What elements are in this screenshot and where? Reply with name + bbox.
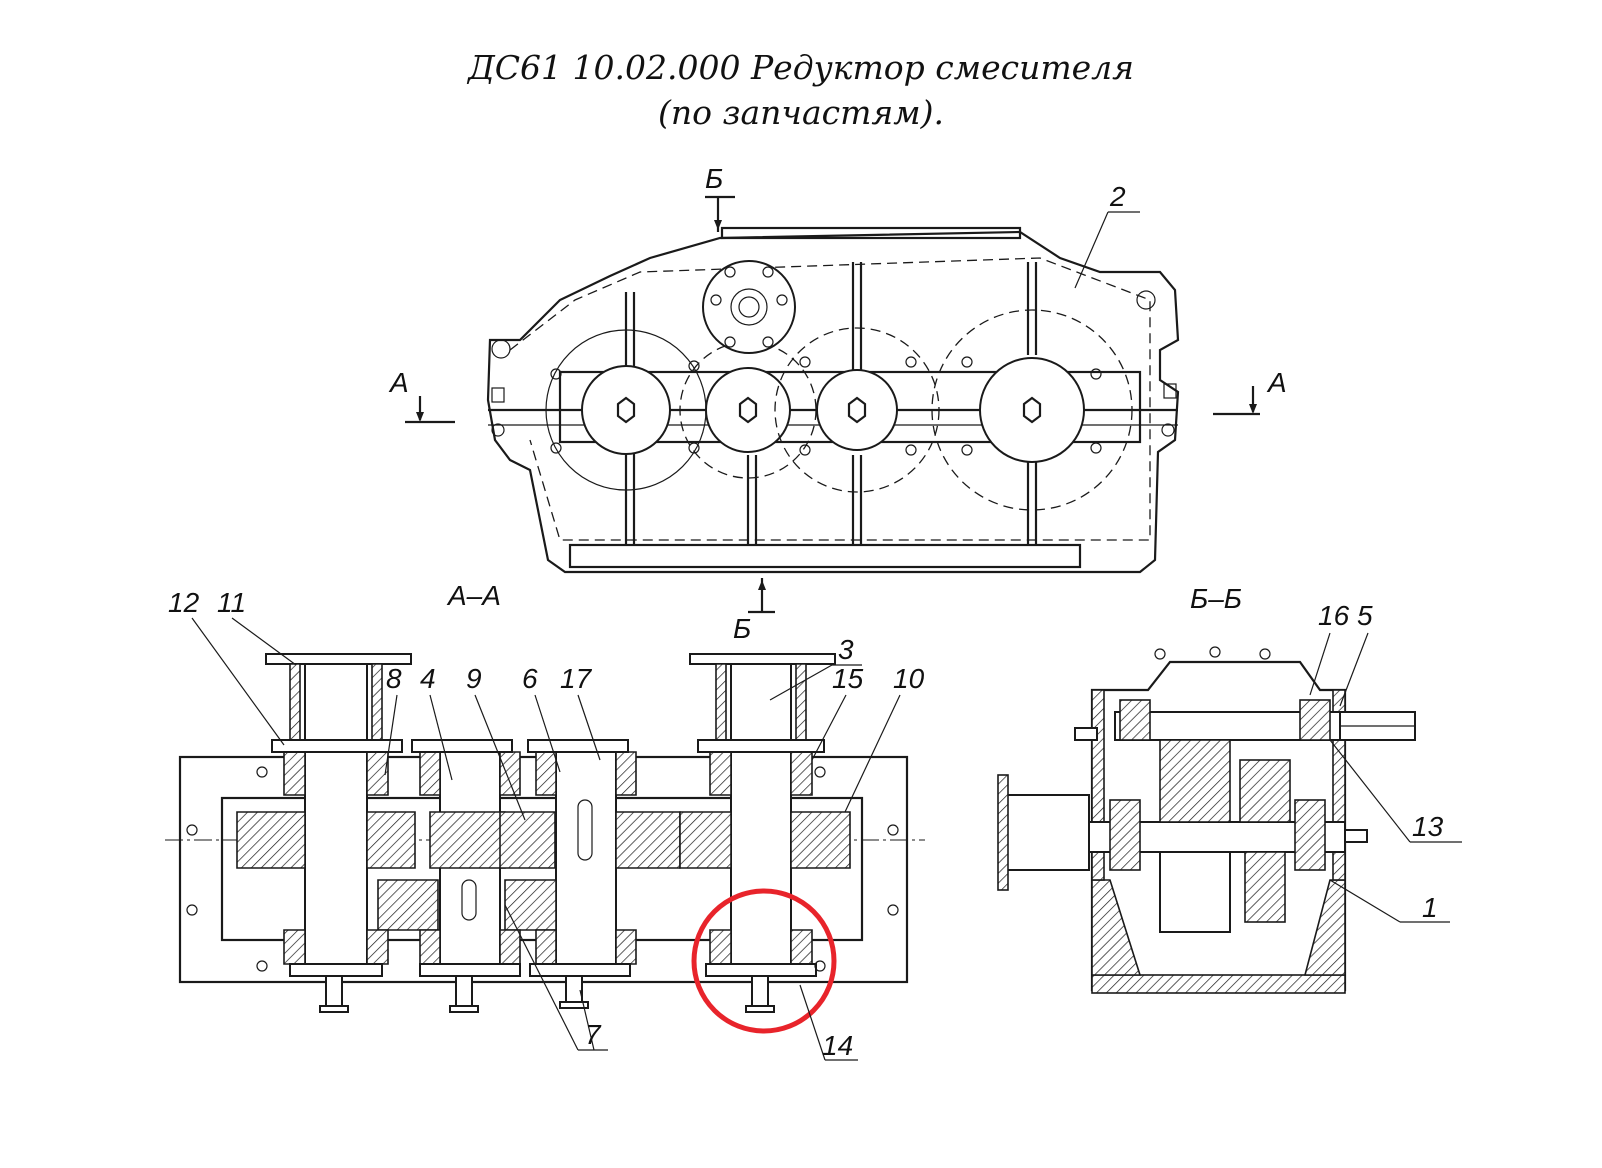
gear-10 [790, 811, 851, 869]
gear-8 [377, 879, 439, 931]
section-mark-b-bottom: Б [733, 613, 751, 644]
callout-17: 17 [560, 663, 593, 694]
callout-10: 10 [893, 663, 925, 694]
base-plate [568, 543, 1082, 569]
callout-14: 14 [822, 1030, 853, 1061]
drawing-title-line-1: ДС61 10.02.000 Редуктор смесителя [467, 48, 1135, 87]
gear-6 [615, 811, 681, 869]
bearing-boss-3 [816, 369, 898, 451]
section-aa-view [165, 653, 925, 1013]
bearing-cap-14 [705, 963, 817, 977]
bearing-cap-15 [697, 739, 825, 753]
output-flange-section [689, 653, 836, 665]
drawing-title-line-2: (по запчастям). [658, 93, 944, 132]
input-shaft [304, 663, 368, 965]
bearing-boss-2 [705, 367, 791, 453]
section-bb-view [997, 646, 1416, 994]
section-markers-top: А А Б Б [388, 163, 1287, 644]
callout-4: 4 [420, 663, 436, 694]
callout-15: 15 [832, 663, 864, 694]
callout-9: 9 [466, 663, 482, 694]
callout-3: 3 [838, 634, 854, 665]
callout-7: 7 [585, 1019, 602, 1050]
housing-base-section [1091, 974, 1346, 994]
housing-inner-dashed [509, 257, 1151, 541]
callout-5: 5 [1357, 600, 1373, 631]
bearing-cap-17 [527, 739, 629, 753]
callout-11: 11 [217, 587, 246, 618]
gear-4 [429, 811, 506, 869]
bearing-cap-12 [271, 739, 403, 753]
callout-8: 8 [386, 663, 402, 694]
callout-12: 12 [168, 587, 200, 618]
callout-13: 13 [1412, 811, 1444, 842]
highlight-circle-part-14 [691, 888, 837, 1034]
bearing-boss-4 [979, 357, 1085, 463]
section-title-aa: А–А [446, 580, 501, 611]
callout-2: 2 [1109, 181, 1126, 212]
section-mark-a-left: А [388, 367, 409, 398]
section-title-bb: Б–Б [1190, 583, 1242, 614]
bearing-16 [1119, 699, 1151, 741]
callout-6: 6 [522, 663, 538, 694]
bearing-14 [709, 929, 732, 965]
lifting-lug-left [491, 339, 511, 359]
gear-bb-1 [1159, 739, 1231, 823]
section-mark-a-right: А [1266, 367, 1287, 398]
side-flange [1003, 794, 1090, 871]
gear-1 [236, 811, 306, 869]
callout-1: 1 [1422, 892, 1438, 923]
intermediate-shaft-2 [555, 751, 617, 965]
top-cover-plate [720, 226, 1022, 240]
output-shaft [730, 663, 792, 965]
housing-outline [486, 230, 1180, 574]
bearing-13 [1299, 699, 1331, 741]
part-callouts: 1 2 3 4 5 6 7 8 9 10 11 12 [168, 181, 1462, 1061]
lifting-lug-right [1136, 290, 1156, 310]
callout-16: 16 [1318, 600, 1350, 631]
gear-9 [499, 811, 556, 869]
housing-front-view [486, 226, 1180, 574]
input-flange [702, 260, 796, 354]
section-mark-b-top: Б [705, 163, 723, 194]
bearing-boss-1 [581, 365, 671, 455]
